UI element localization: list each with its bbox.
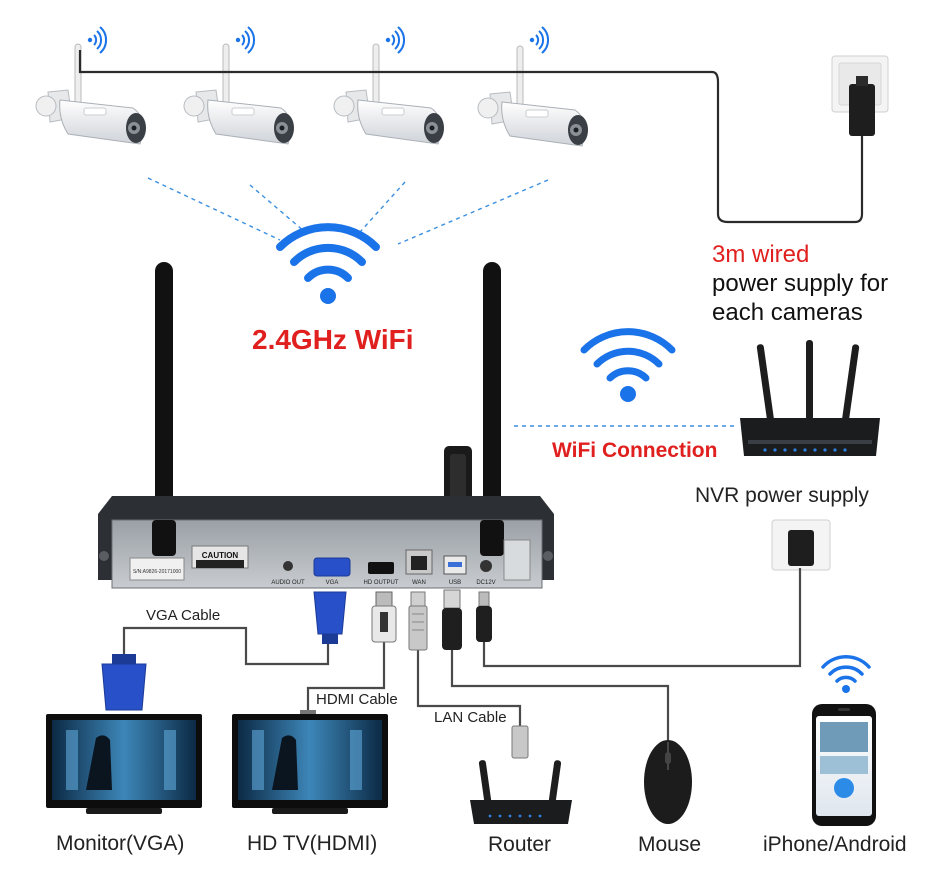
camera-3 [333,43,445,145]
router-label: Router [488,833,552,856]
vga-cable-label: VGA Cable [143,607,224,624]
phone-wifi-icon [821,655,871,693]
camera-wifi-icon [86,26,108,54]
wifi-connection-label: WiFi Connection [552,439,718,462]
camera-wifi-icon [528,26,550,54]
monitor-label: Monitor(VGA) [56,832,185,855]
wall-outlet-camera [831,55,889,136]
camera-4 [477,45,589,147]
wall-outlet-nvr [771,519,831,571]
monitor-vga [46,714,202,814]
mouse-label: Mouse [638,833,702,856]
phone-label: iPhone/Android [763,833,907,856]
router-device [470,725,572,824]
nvr-vga-label: VGA [326,580,339,586]
usb-connector [442,589,462,650]
nvr-dc-label: DC12V [476,580,495,586]
nvr-audio-label: AUDIO OUT [271,580,305,586]
camera-wifi-icon [234,26,256,54]
lan-cable-label: LAN Cable [431,709,510,726]
dc-connector [476,591,492,642]
wifi-connection-icon [580,328,676,402]
power-desc-line2: each cameras [712,299,863,326]
wifi-router [740,340,880,456]
wifi-icon [276,223,380,304]
hdmi-cable-line [306,640,386,716]
lan-connector [408,591,428,651]
nvr-recorder [98,262,554,589]
lan-cable-line [416,650,522,730]
nvr-hd-label: HD OUTPUT [364,580,399,586]
camera-wifi-icon [384,26,406,54]
camera-wifi-lines [147,177,549,245]
vga-cable-line [122,626,330,666]
usb-cable-line [450,650,670,740]
nvr-caution-label: CAUTION [202,551,239,560]
nvr-power-label: NVR power supply [695,484,869,507]
monitor-hdtv [232,714,388,814]
phone-device [812,704,876,826]
camera-2 [183,43,295,145]
power-desc-line1: power supply for [712,270,889,297]
nvr-usb-label: USB [449,580,461,586]
camera-1 [35,43,147,145]
camera-power-cable [78,50,864,224]
power-cable-line [482,568,802,668]
cables [122,568,802,740]
wifi-band-label: 2.4GHz WiFi [252,324,414,355]
hdtv-label: HD TV(HDMI) [247,832,378,855]
mouse-device [644,740,692,824]
hdmi-cable-label: HDMI Cable [313,691,401,708]
vga-plug [101,654,147,711]
hdmi-connector [371,591,397,643]
power-wired-label: 3m wired [712,241,810,268]
nvr-serial-label: S/N:A9826-20171000 [133,569,181,575]
nvr-wan-label: WAN [412,580,426,586]
vga-connector [313,591,347,644]
